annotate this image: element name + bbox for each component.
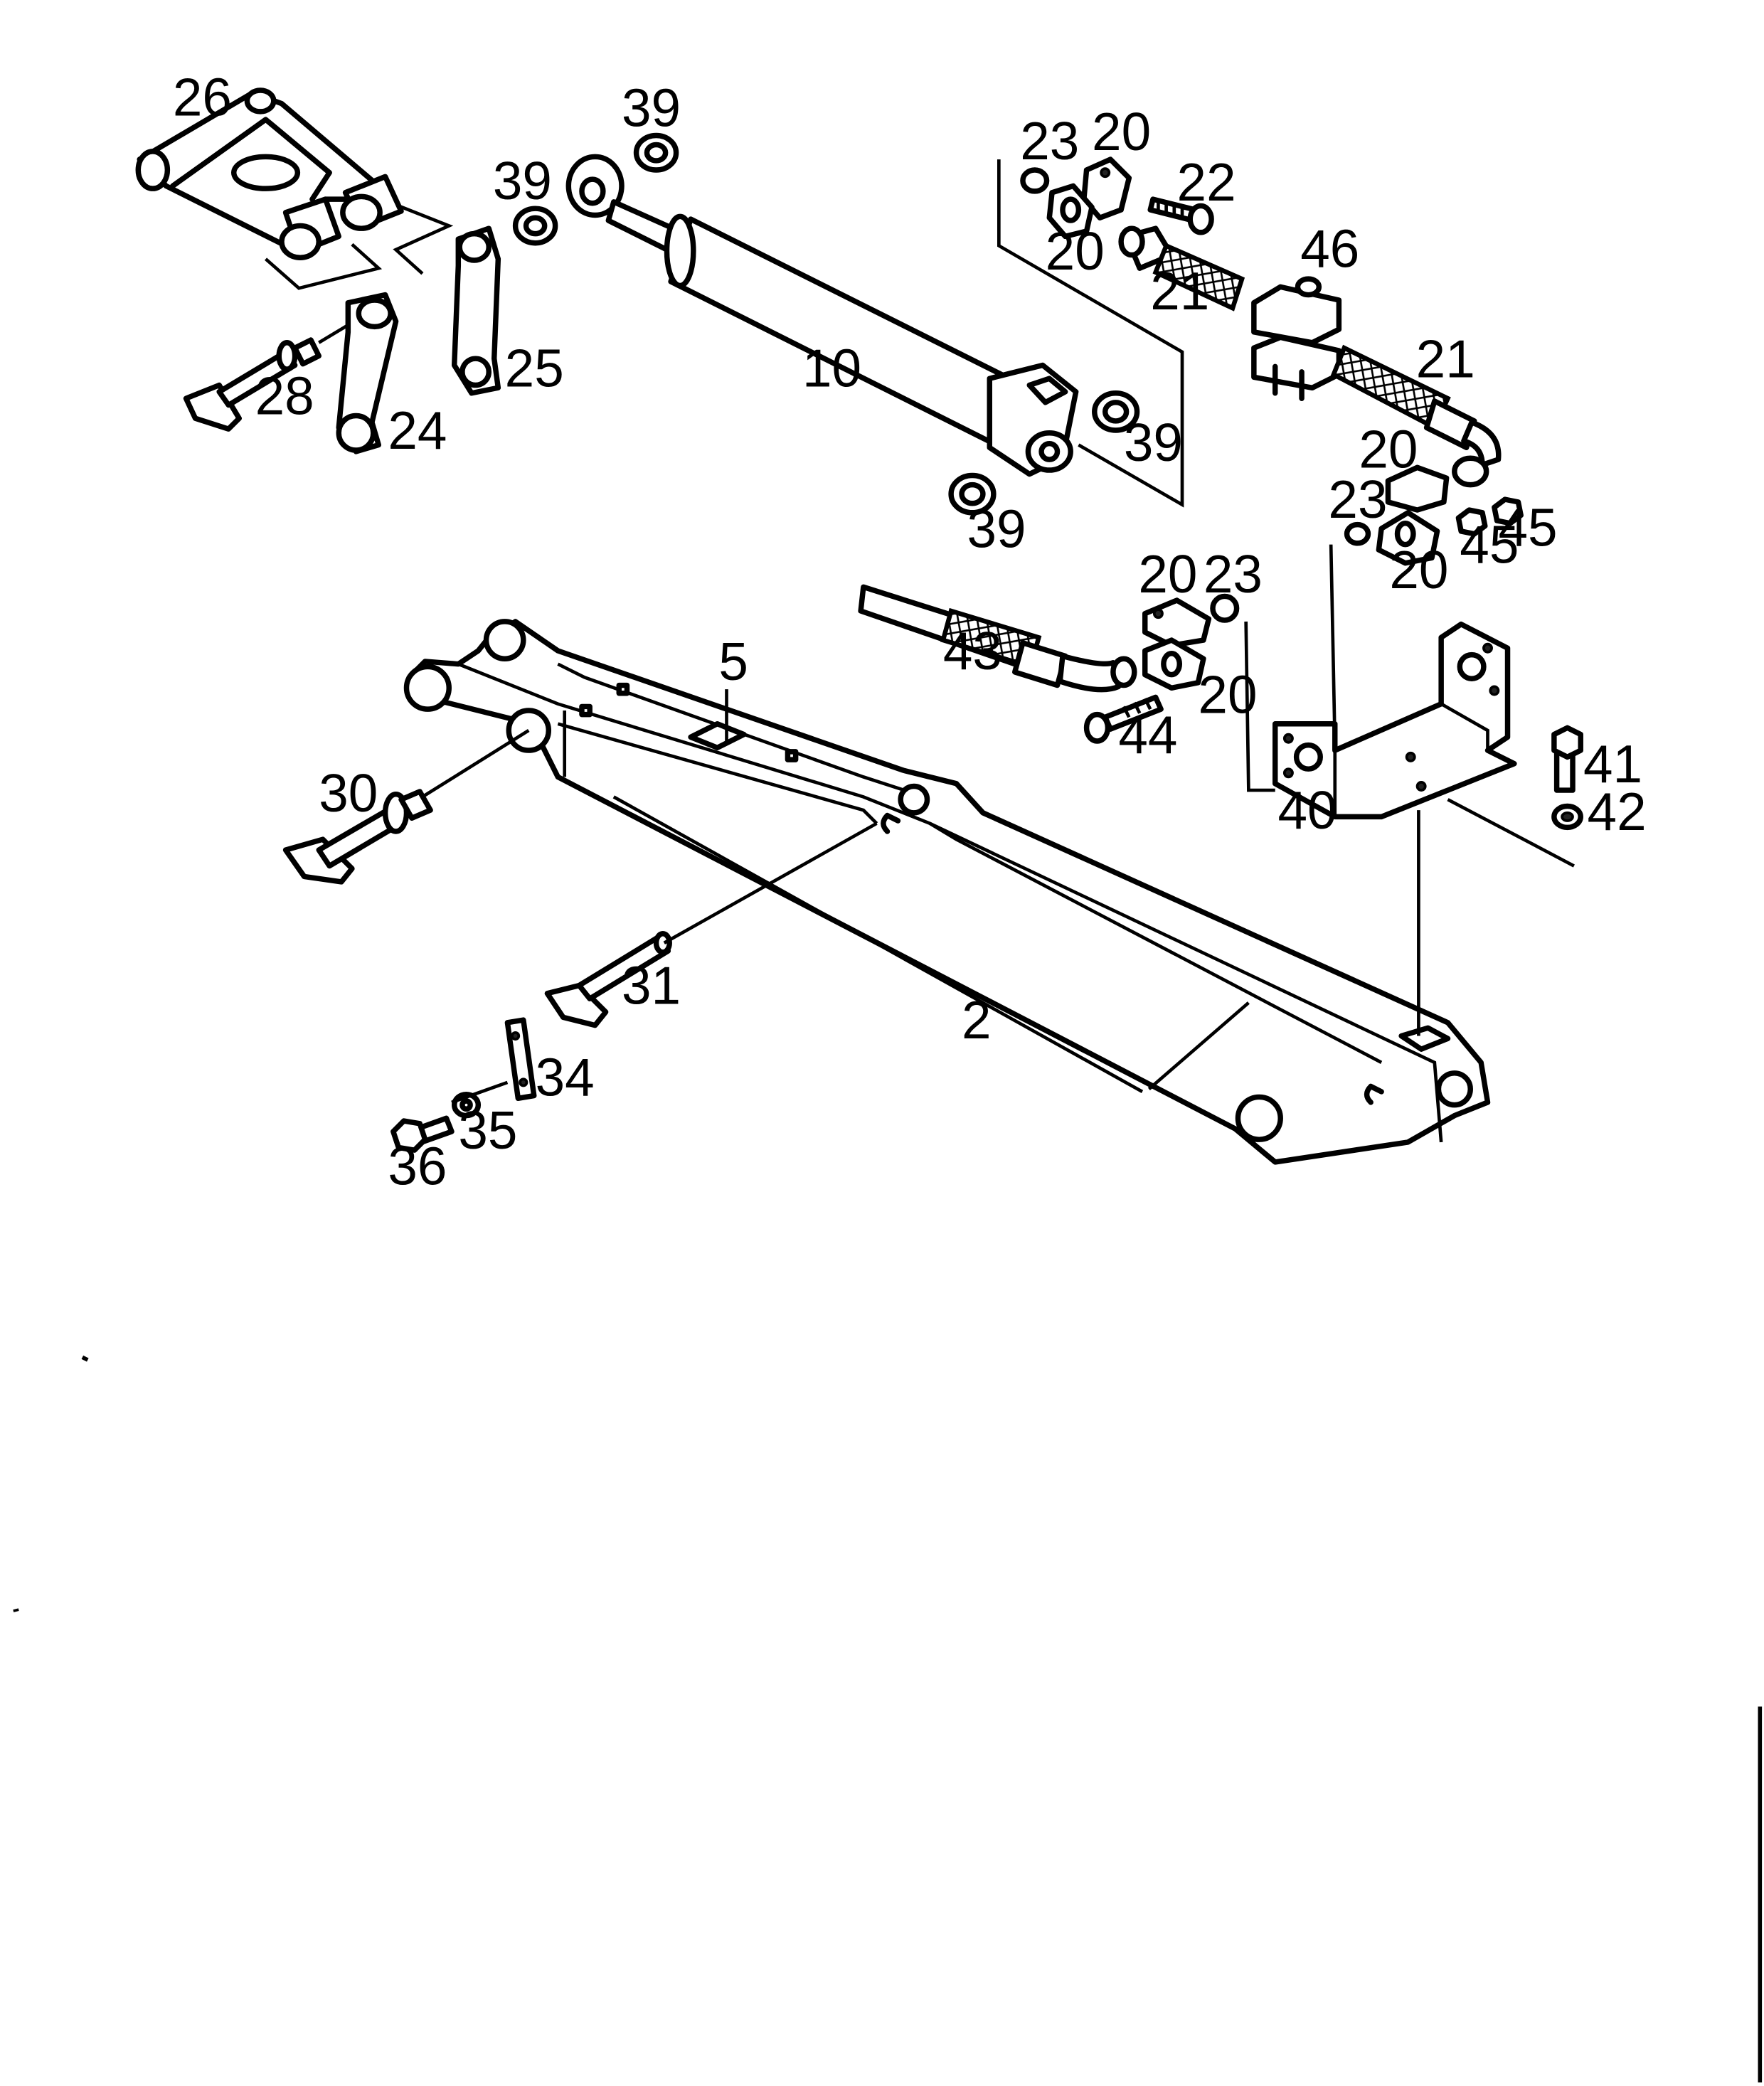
bracket-40 xyxy=(1272,621,1517,820)
bolt-36 xyxy=(390,1115,455,1153)
callout-40: 40 xyxy=(1277,780,1337,840)
callout-46: 46 xyxy=(1300,218,1359,278)
callout-28: 28 xyxy=(255,366,314,426)
washer-39-top xyxy=(633,132,679,173)
hose-43 xyxy=(858,584,1137,693)
callout-45: 45 xyxy=(1498,497,1557,557)
link-25 xyxy=(451,225,501,396)
washer-42 xyxy=(1551,803,1583,831)
callout-30: 30 xyxy=(319,763,378,823)
callout-10: 10 xyxy=(802,338,861,398)
callout-23: 23 xyxy=(1204,544,1263,604)
boom-arm-2 xyxy=(403,619,1491,1165)
callout-20: 20 xyxy=(1198,665,1257,725)
callout-39: 39 xyxy=(967,499,1026,558)
flange-half-20-f xyxy=(1142,637,1206,691)
callout-41: 41 xyxy=(1583,734,1642,794)
nut-45-a xyxy=(1455,507,1488,537)
callout-43: 43 xyxy=(943,621,1002,681)
callout-45: 45 xyxy=(1460,515,1519,575)
hose-21-right xyxy=(1330,344,1502,488)
washer-39-right xyxy=(1092,390,1140,433)
assembly-lines xyxy=(421,159,1575,1105)
callout-20: 20 xyxy=(1389,540,1448,600)
callout-20: 20 xyxy=(1138,544,1197,604)
oring-23-top xyxy=(1020,167,1050,194)
callout-42: 42 xyxy=(1588,782,1647,841)
callout-labels: 26 39 39 10 39 39 23 20 22 20 21 46 21 2… xyxy=(173,67,1647,1196)
callout-39: 39 xyxy=(622,78,681,137)
callout-21: 21 xyxy=(1416,329,1475,388)
callout-23: 23 xyxy=(1020,111,1079,171)
flange-half-20-e xyxy=(1142,597,1212,649)
pin-28 xyxy=(183,317,360,432)
flange-half-20-b xyxy=(1046,183,1095,240)
callout-39: 39 xyxy=(493,151,552,211)
nut-45-b xyxy=(1492,496,1524,526)
callout-22: 22 xyxy=(1177,152,1236,212)
callout-34: 34 xyxy=(536,1048,595,1107)
pin-30 xyxy=(282,789,433,885)
flange-half-20-c xyxy=(1385,464,1450,513)
callout-2: 2 xyxy=(962,990,992,1050)
callout-23: 23 xyxy=(1328,469,1387,529)
callout-24: 24 xyxy=(388,400,447,460)
bolt-41 xyxy=(1551,725,1583,793)
callout-36: 36 xyxy=(388,1137,447,1196)
hydraulic-cylinder-10 xyxy=(565,154,1079,477)
callout-20: 20 xyxy=(1092,102,1151,161)
plate-34 xyxy=(504,1017,537,1102)
hose-21-top xyxy=(1118,225,1245,312)
callout-21: 21 xyxy=(1150,261,1209,321)
rocker-arm-26 xyxy=(135,87,454,290)
oring-23-right xyxy=(1344,521,1371,546)
callout-44: 44 xyxy=(1118,705,1177,765)
link-24 xyxy=(336,292,399,454)
callout-39: 39 xyxy=(1124,413,1183,472)
callout-31: 31 xyxy=(622,956,681,1016)
flange-half-20-d xyxy=(1376,510,1440,566)
clamp-46 xyxy=(1251,276,1342,401)
callout-20: 20 xyxy=(1046,221,1105,281)
washer-39-left xyxy=(512,206,558,246)
callout-35: 35 xyxy=(458,1100,517,1160)
callout-20: 20 xyxy=(1359,419,1418,479)
bolt-44 xyxy=(1083,694,1164,744)
callout-26: 26 xyxy=(173,67,232,127)
oring-23-mid xyxy=(1210,593,1240,623)
washer-39-bottom xyxy=(948,472,997,516)
callout-5: 5 xyxy=(718,632,748,691)
callout-25: 25 xyxy=(505,338,564,398)
pin-31 xyxy=(544,931,672,1028)
scan-marks xyxy=(13,1355,1763,2082)
bolt-22 xyxy=(1147,196,1214,235)
